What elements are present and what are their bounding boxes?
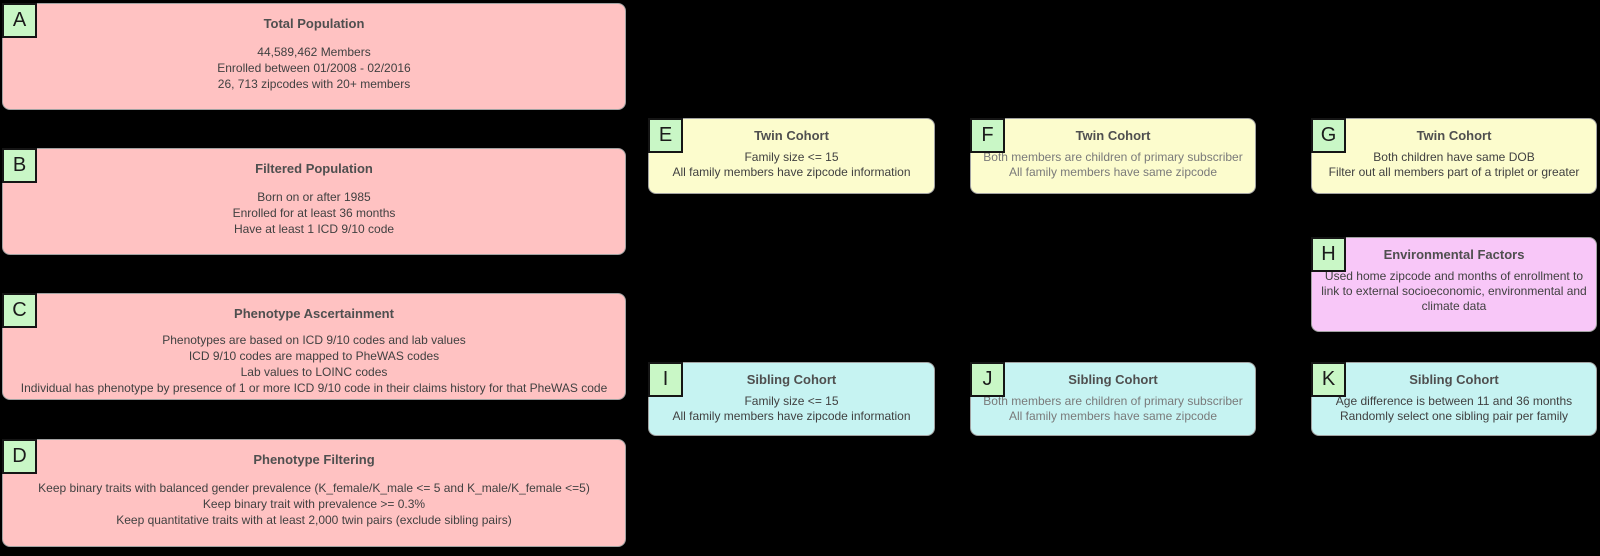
node-title: Environmental Factors bbox=[1383, 247, 1525, 262]
node-line: Family size <= 15 bbox=[744, 150, 839, 164]
node-label-j: J bbox=[970, 362, 1005, 397]
node-line: Phenotypes are based on ICD 9/10 codes a… bbox=[162, 333, 466, 347]
node-phenotype-filtering: D Phenotype Filtering Keep binary traits… bbox=[2, 439, 626, 547]
node-line: Keep binary traits with balanced gender … bbox=[38, 481, 590, 495]
node-line: Lab values to LOINC codes bbox=[240, 365, 388, 379]
node-sibling-cohort-j: J Sibling Cohort Both members are childr… bbox=[970, 362, 1256, 436]
node-line: Randomly select one sibling pair per fam… bbox=[1339, 409, 1569, 423]
node-line: 26, 713 zipcodes with 20+ members bbox=[217, 77, 411, 91]
node-line: Born on or after 1985 bbox=[257, 190, 371, 204]
node-twin-cohort-f: F Twin Cohort Both members are children … bbox=[970, 118, 1256, 194]
node-twin-cohort-g: G Twin Cohort Both children have same DO… bbox=[1311, 118, 1597, 194]
node-title: Twin Cohort bbox=[1075, 128, 1151, 143]
node-label-a: A bbox=[2, 3, 37, 38]
node-body: Used home zipcode and months of enrollme… bbox=[1312, 269, 1596, 314]
node-label-b: B bbox=[2, 148, 37, 183]
node-filtered-population: B Filtered Population Born on or after 1… bbox=[2, 148, 626, 255]
node-line: Individual has phenotype by presence of … bbox=[20, 381, 608, 395]
node-label-c: C bbox=[2, 293, 37, 328]
node-title: Phenotype Filtering bbox=[253, 452, 375, 467]
node-line: Used home zipcode and months of enrollme… bbox=[1321, 269, 1587, 313]
node-sibling-cohort-i: I Sibling Cohort Family size <= 15 All f… bbox=[648, 362, 935, 436]
node-title: Phenotype Ascertainment bbox=[234, 306, 394, 321]
node-line: Have at least 1 ICD 9/10 code bbox=[233, 222, 395, 236]
node-body: Phenotypes are based on ICD 9/10 codes a… bbox=[3, 332, 625, 396]
node-line: Enrolled for at least 36 months bbox=[232, 206, 396, 220]
node-title: Sibling Cohort bbox=[1409, 372, 1499, 387]
node-total-population: A Total Population 44,589,462 Members En… bbox=[2, 3, 626, 110]
node-line: All family members have same zipcode bbox=[1008, 409, 1218, 423]
node-body: Family size <= 15 All family members hav… bbox=[649, 150, 934, 180]
node-body: Age difference is between 11 and 36 mont… bbox=[1312, 394, 1596, 424]
node-title: Twin Cohort bbox=[754, 128, 829, 143]
node-line: Enrolled between 01/2008 - 02/2016 bbox=[217, 61, 411, 75]
node-body: Both children have same DOB Filter out a… bbox=[1312, 150, 1596, 180]
node-line: Both members are children of primary sub… bbox=[983, 394, 1243, 408]
node-label-k: K bbox=[1311, 362, 1346, 397]
node-body: Born on or after 1985 Enrolled for at le… bbox=[3, 189, 625, 237]
node-line: Filter out all members part of a triplet… bbox=[1328, 165, 1580, 179]
node-line: Age difference is between 11 and 36 mont… bbox=[1335, 394, 1573, 408]
node-body: Both members are children of primary sub… bbox=[971, 394, 1255, 424]
node-phenotype-ascertainment: C Phenotype Ascertainment Phenotypes are… bbox=[2, 293, 626, 400]
node-label-h: H bbox=[1311, 237, 1346, 272]
node-body: 44,589,462 Members Enrolled between 01/2… bbox=[3, 44, 625, 92]
node-label-i: I bbox=[648, 362, 683, 397]
node-line: Keep binary trait with prevalence >= 0.3… bbox=[202, 497, 426, 511]
node-line: All family members have zipcode informat… bbox=[672, 165, 911, 179]
node-title: Twin Cohort bbox=[1416, 128, 1492, 143]
node-line: Both children have same DOB bbox=[1373, 150, 1535, 164]
node-body: Both members are children of primary sub… bbox=[971, 150, 1255, 180]
node-title: Filtered Population bbox=[255, 161, 373, 176]
node-line: All family members have same zipcode bbox=[1008, 165, 1218, 179]
node-body: Keep binary traits with balanced gender … bbox=[3, 480, 625, 528]
node-line: Both members are children of primary sub… bbox=[983, 150, 1243, 164]
node-line: Keep quantitative traits with at least 2… bbox=[116, 513, 512, 527]
node-label-e: E bbox=[648, 118, 683, 153]
node-line: All family members have zipcode informat… bbox=[672, 409, 911, 423]
node-body: Family size <= 15 All family members hav… bbox=[649, 394, 934, 424]
node-line: Family size <= 15 bbox=[744, 394, 839, 408]
node-label-f: F bbox=[970, 118, 1005, 153]
node-line: ICD 9/10 codes are mapped to PheWAS code… bbox=[188, 349, 440, 363]
node-title: Total Population bbox=[263, 16, 365, 31]
node-sibling-cohort-k: K Sibling Cohort Age difference is betwe… bbox=[1311, 362, 1597, 436]
node-title: Sibling Cohort bbox=[746, 372, 837, 387]
node-title: Sibling Cohort bbox=[1068, 372, 1158, 387]
node-twin-cohort-e: E Twin Cohort Family size <= 15 All fami… bbox=[648, 118, 935, 194]
node-line: 44,589,462 Members bbox=[257, 45, 371, 59]
node-label-g: G bbox=[1311, 118, 1346, 153]
node-environmental-factors: H Environmental Factors Used home zipcod… bbox=[1311, 237, 1597, 332]
node-label-d: D bbox=[2, 439, 37, 474]
